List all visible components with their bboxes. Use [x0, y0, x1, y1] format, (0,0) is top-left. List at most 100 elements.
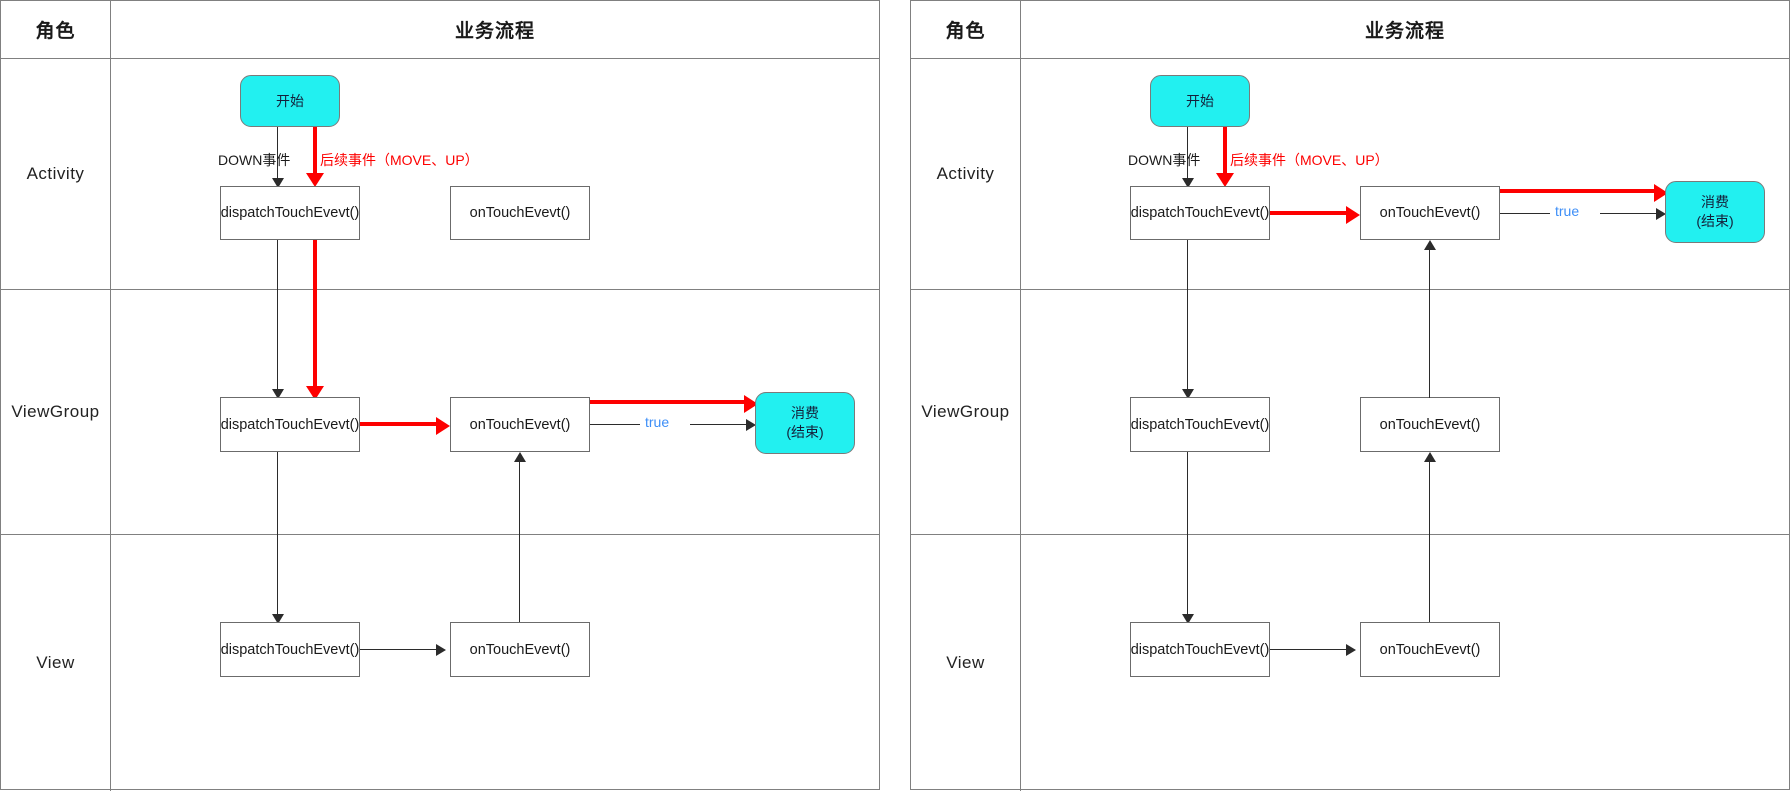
right-activity-to-vg-arrow [1182, 389, 1194, 399]
lane-row-view-right: View [911, 535, 1789, 791]
right-viewgroup-ontouch-label: onTouchEvevt() [1379, 416, 1481, 433]
right-viewgroup-dispatch-node[interactable]: dispatchTouchEvevt() [1130, 397, 1270, 452]
lane-label-cell-activity-left: Activity [1, 59, 111, 289]
header-flow-label-right: 业务流程 [1364, 21, 1445, 42]
right-viewgroup-ontouch-node[interactable]: onTouchEvevt() [1360, 397, 1500, 452]
right-activity-ontouch-node[interactable]: onTouchEvevt() [1360, 186, 1500, 240]
right-viewgroup-dispatch-label: dispatchTouchEvevt() [1130, 416, 1270, 433]
right-consume-label-1: 消费 [1701, 194, 1729, 211]
left-consume-label-1: 消费 [791, 405, 819, 422]
right-activity-to-vg-line [1187, 240, 1189, 395]
lane-label-cell-view-right: View [911, 535, 1021, 791]
left-dispatch-down-arrow [272, 389, 284, 399]
left-followup-line-seg1 [313, 127, 317, 179]
right-view-dispatch-label: dispatchTouchEvevt() [1130, 641, 1270, 658]
left-viewgroup-dispatch-node[interactable]: dispatchTouchEvevt() [220, 397, 360, 452]
left-viewgroup-ontouch-label: onTouchEvevt() [469, 416, 571, 433]
lane-row-activity-right: Activity [911, 59, 1789, 290]
left-view-to-vg-up-line [519, 462, 521, 622]
left-vg-dispatch-to-ontouch-line [360, 422, 438, 426]
right-view-dispatch-to-ontouch-line [1270, 649, 1348, 651]
right-true-line-a [1500, 213, 1550, 215]
left-vg-ontouch-to-consume-red-arrow [744, 395, 758, 413]
left-followup-line-seg2 [313, 240, 317, 392]
left-followup-arrow-seg2 [306, 386, 324, 400]
left-view-dispatch-to-ontouch-arrow [436, 644, 446, 656]
right-start-label: 开始 [1186, 92, 1214, 109]
right-view-dispatch-to-ontouch-arrow [1346, 644, 1356, 656]
right-consume-terminator[interactable]: 消费 (结束) [1665, 181, 1765, 243]
left-activity-ontouch-node[interactable]: onTouchEvevt() [450, 186, 590, 240]
right-true-label: true [1555, 203, 1580, 219]
left-viewgroup-dispatch-label: dispatchTouchEvevt() [220, 416, 360, 433]
right-view-dispatch-node[interactable]: dispatchTouchEvevt() [1130, 622, 1270, 677]
lane-label-cell-view-left: View [1, 535, 111, 791]
right-vg-to-activity-up-arrow [1424, 240, 1436, 250]
left-view-ontouch-label: onTouchEvevt() [469, 641, 571, 658]
lane-row-viewgroup-right: ViewGroup [911, 290, 1789, 535]
left-true-label: true [645, 414, 670, 430]
left-consume-terminator[interactable]: 消费 (结束) [755, 392, 855, 454]
left-activity-dispatch-label: dispatchTouchEvevt() [220, 205, 360, 221]
left-true-line-a [590, 424, 640, 426]
right-down-arrow-activity [1182, 178, 1194, 188]
lane-label-cell-viewgroup-right: ViewGroup [911, 290, 1021, 534]
right-start-terminator[interactable]: 开始 [1150, 75, 1250, 127]
right-activity-dispatch-to-ontouch-arrow [1346, 206, 1360, 224]
left-followup-event-label: 后续事件（MOVE、UP） [320, 152, 479, 168]
lane-label-cell-viewgroup-left: ViewGroup [1, 290, 111, 534]
lane-row-activity-left: Activity [1, 59, 879, 290]
lane-row-view-left: View [1, 535, 879, 791]
left-down-event-label: DOWN事件 [218, 152, 291, 168]
left-view-dispatch-label: dispatchTouchEvevt() [220, 641, 360, 658]
left-view-dispatch-node[interactable]: dispatchTouchEvevt() [220, 622, 360, 677]
left-dispatch-down-line [277, 240, 279, 395]
swimlane-table-right: 角色 业务流程 Activity ViewGroup View [910, 0, 1790, 791]
right-view-to-vg-up-arrow [1424, 452, 1436, 462]
flow-overlay-left: 开始 DOWN事件 后续事件（MOVE、UP） dispatchTouchEve… [0, 0, 880, 790]
left-vg-dispatch-to-ontouch-arrow [436, 417, 450, 435]
left-activity-ontouch-label: onTouchEvevt() [469, 205, 571, 221]
left-vg-ontouch-to-consume-red-line [590, 400, 746, 404]
right-followup-arrow-seg1 [1216, 173, 1234, 187]
right-activity-dispatch-node[interactable]: dispatchTouchEvevt() [1130, 186, 1270, 240]
left-view-dispatch-to-ontouch-line [360, 649, 438, 651]
left-activity-dispatch-node[interactable]: dispatchTouchEvevt() [220, 186, 360, 240]
right-true-line-b [1600, 213, 1658, 215]
left-down-arrow-activity [272, 178, 284, 188]
left-start-terminator[interactable]: 开始 [240, 75, 340, 127]
left-start-label: 开始 [276, 92, 304, 109]
header-role-label-right: 角色 [945, 21, 986, 42]
right-view-ontouch-node[interactable]: onTouchEvevt() [1360, 622, 1500, 677]
header-row-left: 角色 业务流程 [1, 1, 879, 59]
left-view-ontouch-node[interactable]: onTouchEvevt() [450, 622, 590, 677]
lane-row-viewgroup-left: ViewGroup [1, 290, 879, 535]
lane-label-view: View [36, 653, 75, 672]
header-cell-flow-right: 业务流程 [1021, 1, 1789, 58]
right-vg-to-view-arrow [1182, 614, 1194, 624]
flow-overlay-right: 开始 DOWN事件 后续事件（MOVE、UP） dispatchTouchEve… [910, 0, 1790, 790]
right-activity-dispatch-label: dispatchTouchEvevt() [1130, 205, 1270, 221]
right-consume-label-2: (结束) [1696, 213, 1734, 229]
header-row-right: 角色 业务流程 [911, 1, 1789, 59]
header-flow-label: 业务流程 [454, 21, 535, 42]
lane-label-viewgroup-right: ViewGroup [921, 402, 1010, 421]
left-vg-to-view-arrow [272, 614, 284, 624]
right-down-line-activity [1187, 127, 1189, 180]
right-followup-event-label: 后续事件（MOVE、UP） [1230, 152, 1389, 168]
right-activity-ontouch-to-consume-red-line [1500, 189, 1656, 193]
swimlane-table-left: 角色 业务流程 Activity ViewGroup View [0, 0, 880, 791]
header-cell-role-right: 角色 [911, 1, 1021, 58]
left-true-line-b [690, 424, 748, 426]
header-role-label: 角色 [35, 21, 76, 42]
left-vg-to-view-line [277, 452, 279, 620]
left-view-to-vg-up-arrow [514, 452, 526, 462]
right-view-ontouch-label: onTouchEvevt() [1379, 641, 1481, 658]
left-viewgroup-ontouch-node[interactable]: onTouchEvevt() [450, 397, 590, 452]
header-cell-flow-left: 业务流程 [111, 1, 879, 58]
right-view-to-vg-up-line [1429, 462, 1431, 622]
left-true-arrow [746, 419, 756, 431]
right-vg-to-activity-up-line [1429, 250, 1431, 398]
lane-label-viewgroup: ViewGroup [11, 402, 100, 421]
